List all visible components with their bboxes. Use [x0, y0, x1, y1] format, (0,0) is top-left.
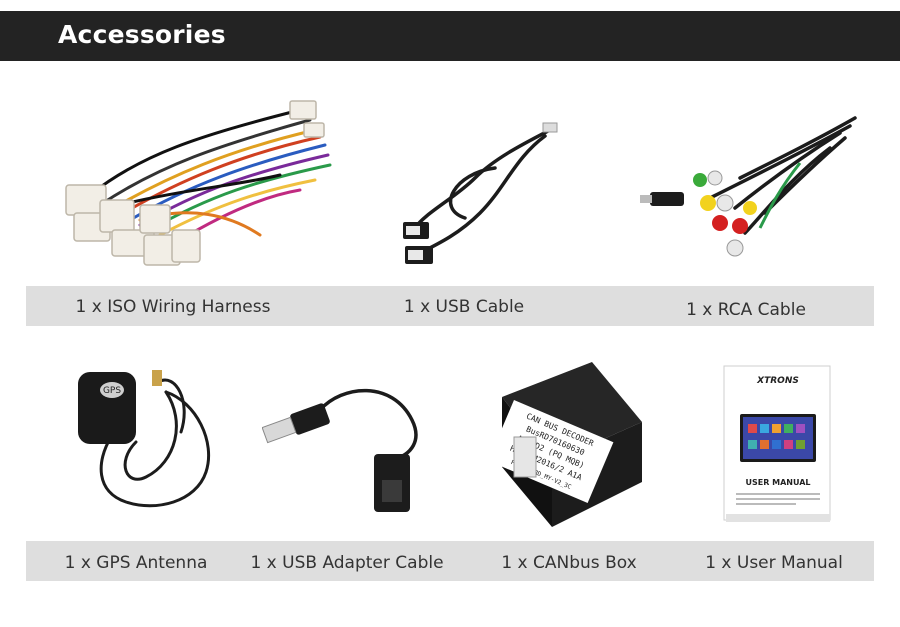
canbus-box-icon: CAN BUS DECODER BusRD70160630 ALL_D2 (PQ… [492, 362, 647, 527]
wiring-harness-icon [60, 95, 360, 270]
label-iso-wiring-harness: 1 x ISO Wiring Harness [75, 297, 271, 317]
section-title: Accessories [58, 20, 226, 49]
manual-title: USER MANUAL [745, 478, 810, 487]
section-header: Accessories [0, 11, 900, 61]
label-usb-cable: 1 x USB Cable [403, 297, 525, 317]
label-canbus-box: 1 x CANbus Box [501, 553, 637, 573]
gps-badge: GPS [103, 386, 121, 396]
label-usb-adapter-cable: 1 x USB Adapter Cable [250, 553, 444, 573]
label-rca-cable: 1 x RCA Cable [686, 300, 806, 320]
labels-band-row1 [26, 286, 874, 326]
usb-cable-icon [395, 118, 565, 273]
usb-adapter-cable-icon [262, 380, 422, 520]
gps-antenna-icon: GPS [76, 362, 226, 527]
label-user-manual: 1 x User Manual [705, 553, 843, 573]
label-gps-antenna: 1 x GPS Antenna [64, 553, 208, 573]
labels-band-row2 [26, 541, 874, 581]
user-manual-icon: XTRONS USER MANUAL [722, 364, 834, 524]
rca-cable-icon [640, 108, 865, 268]
manual-brand: XTRONS [756, 376, 799, 386]
